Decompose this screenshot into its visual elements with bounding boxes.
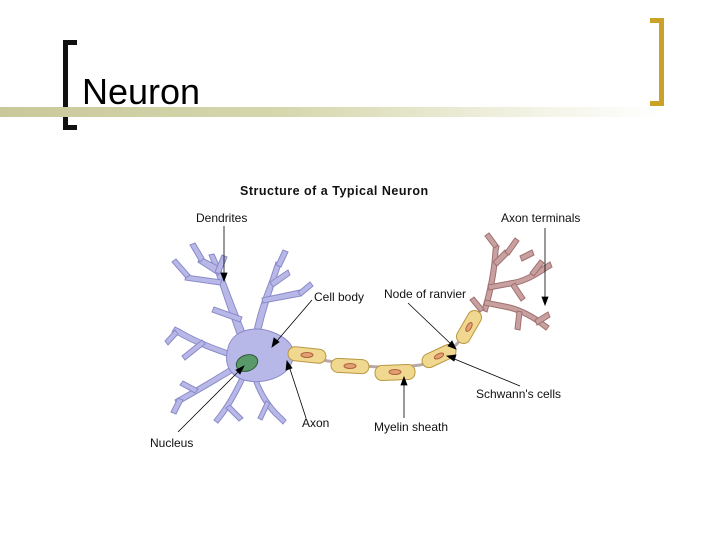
- schwann-cell-2: [330, 357, 370, 375]
- pointer-node-of-ranvier-arrow: [447, 340, 457, 350]
- axon-terminals: [469, 232, 553, 331]
- label-pointers: [177, 226, 549, 433]
- dendrites: [164, 242, 314, 425]
- schwann-cell-3: [374, 364, 416, 381]
- label-axon: Axon: [302, 416, 329, 430]
- label-nucleus: Nucleus: [150, 436, 193, 450]
- title-rule: [0, 107, 660, 117]
- pointer-nucleus-arrow: [235, 365, 245, 375]
- left-bracket-decoration: [63, 40, 77, 130]
- slide-title: Neuron: [82, 71, 201, 112]
- pointer-axon: [288, 365, 307, 419]
- label-cell-body: Cell body: [314, 290, 364, 304]
- pointer-cell-body-arrow: [271, 337, 280, 348]
- pointer-axon-terminals-arrow: [541, 296, 549, 307]
- pointer-nucleus: [177, 369, 241, 433]
- schwann-cell-1: [287, 346, 327, 364]
- pointer-node-of-ranvier: [407, 302, 453, 346]
- myelin-sheath-segments: [287, 309, 482, 381]
- pointer-schwanns-cells-arrow: [445, 354, 457, 362]
- label-schwanns-cells: Schwann's cells: [476, 387, 561, 401]
- pointer-cell-body: [275, 299, 313, 343]
- pointer-myelin-sheath-arrow: [400, 375, 408, 386]
- schwann-cell-5: [456, 309, 482, 345]
- pointer-axon-arrow: [285, 359, 293, 371]
- pointer-dendrites-arrow: [220, 272, 228, 283]
- label-node-of-ranvier: Node of ranvier: [384, 287, 466, 301]
- right-bracket-decoration: [650, 18, 664, 106]
- pointer-schwanns-cells: [451, 357, 521, 387]
- label-axon-terminals: Axon terminals: [501, 211, 580, 225]
- diagram-title: Structure of a Typical Neuron: [240, 184, 429, 198]
- label-myelin-sheath: Myelin sheath: [374, 420, 448, 434]
- label-dendrites: Dendrites: [196, 211, 247, 225]
